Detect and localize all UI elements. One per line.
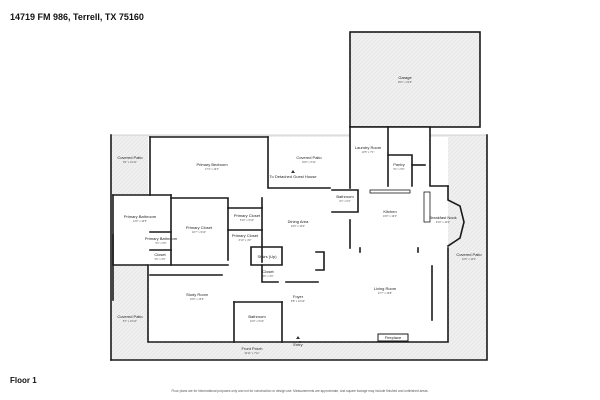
room-dims-covered-patio-top: 16'0" x 5'11" xyxy=(302,160,316,164)
room-name-bathroom-lower: Bathroom xyxy=(248,314,266,319)
interior-laundry xyxy=(350,127,430,177)
garage-area xyxy=(349,31,481,128)
room-name-stairs: Stairs (Up) xyxy=(257,254,277,259)
room-dims-garage: 26'1" x 22'9" xyxy=(398,80,412,84)
room-labels: Garage 26'1" x 22'9" Laundry Room 10'5" … xyxy=(117,75,482,355)
room-dims-study-room: 16'0" x 13'6" xyxy=(190,297,204,301)
room-name-front-porch: Front Porch xyxy=(242,346,263,351)
room-name-primary-bathroom: Primary Bathroom xyxy=(124,214,157,219)
room-name-kitchen: Kitchen xyxy=(383,209,396,214)
room-name-study-room: Study Room xyxy=(186,292,209,297)
room-dims-primary-closet-a: 6'10" x 6'10" xyxy=(240,218,254,222)
room-name-primary-bedroom: Primary Bedroom xyxy=(196,162,228,167)
fireplace-box xyxy=(377,333,409,342)
room-name-living-room: Living Room xyxy=(374,286,397,291)
disclaimer: Floor plans are for informational purpos… xyxy=(171,389,429,393)
room-dims-primary-closet-large: 10'7" x 9'10" xyxy=(192,230,206,234)
room-dims-laundry-room: 10'5" x 7'1" xyxy=(362,150,375,154)
room-name-detached-guest-house: To Detached Guest House xyxy=(270,174,318,179)
room-name-primary-closet-a: Primary Closet xyxy=(234,213,261,218)
room-name-covered-patio-top: Covered Patio xyxy=(296,155,322,160)
room-name-pantry: Pantry xyxy=(393,162,405,167)
entry-arrow-icon xyxy=(296,336,300,339)
room-dims-covered-patio-left: 8'7" x 16'10" xyxy=(123,319,137,323)
floor-label: Floor 1 xyxy=(10,376,37,385)
room-name-primary-bathroom-small: Primary Bathroom xyxy=(145,236,178,241)
room-dims-closet-center: 3'6" x 3'0" xyxy=(262,274,273,278)
room-name-dining-area: Dining Area xyxy=(288,219,309,224)
room-name-garage: Garage xyxy=(398,75,412,80)
guest-house-arrow-icon xyxy=(291,170,295,173)
room-name-closet-center: Closet xyxy=(262,269,274,274)
room-name-laundry-room: Laundry Room xyxy=(355,145,382,150)
room-name-breakfast-nook: Breakfast Nook xyxy=(429,215,456,220)
room-name-closet-left: Closet xyxy=(154,252,166,257)
room-dims-primary-bathroom-small: 5'1" x 5'0" xyxy=(155,241,166,245)
kitchen-counters xyxy=(369,189,431,223)
room-dims-kitchen: 16'0" x 16'0" xyxy=(383,214,397,218)
room-dims-living-room: 27'7" x 19'8" xyxy=(378,291,392,295)
room-name-covered-patio-right: Covered Patio xyxy=(456,252,482,257)
interior-left-bath xyxy=(113,195,171,265)
room-dims-bathroom-lower: 10'0" x 6'10" xyxy=(250,319,264,323)
room-name-fireplace: Fireplace xyxy=(385,335,402,340)
room-name-primary-closet-large: Primary Closet xyxy=(186,225,213,230)
room-dims-covered-patio-top-left: 8'4" x 16'11" xyxy=(123,160,137,164)
room-dims-primary-closet-b: 6'10" x 4'0" xyxy=(239,238,252,242)
room-dims-primary-bedroom: 17'4" x 16'4" xyxy=(205,167,219,171)
room-dims-front-porch: 40'11" x 7'11" xyxy=(244,351,259,355)
room-dims-breakfast-nook: 9'10" x 10'0" xyxy=(436,220,450,224)
walls xyxy=(110,126,488,361)
room-name-entry: Entry xyxy=(293,342,302,347)
room-name-primary-closet-b: Primary Closet xyxy=(232,233,259,238)
room-name-covered-patio-top-left: Covered Patio xyxy=(117,155,143,160)
room-dims-foyer: 8'8" x 10'10" xyxy=(291,299,305,303)
room-dims-pantry: 5'1" x 5'0" xyxy=(393,167,404,171)
room-name-bathroom-center: Bathroom xyxy=(336,194,354,199)
room-name-covered-patio-left: Covered Patio xyxy=(117,314,143,319)
room-dims-primary-bathroom: 12'0" x 16'5" xyxy=(133,219,147,223)
room-dims-bathroom-center: 6'1" x 5'4" xyxy=(339,199,350,203)
room-dims-closet-left: 3'0" x 3'0" xyxy=(154,257,165,261)
property-address: 14719 FM 986, Terrell, TX 75160 xyxy=(10,12,144,22)
room-dims-dining-area: 16'6" x 10'0" xyxy=(291,224,305,228)
room-dims-covered-patio-right: 10'6" x 10'0" xyxy=(462,257,476,261)
room-name-foyer: Foyer xyxy=(293,294,304,299)
